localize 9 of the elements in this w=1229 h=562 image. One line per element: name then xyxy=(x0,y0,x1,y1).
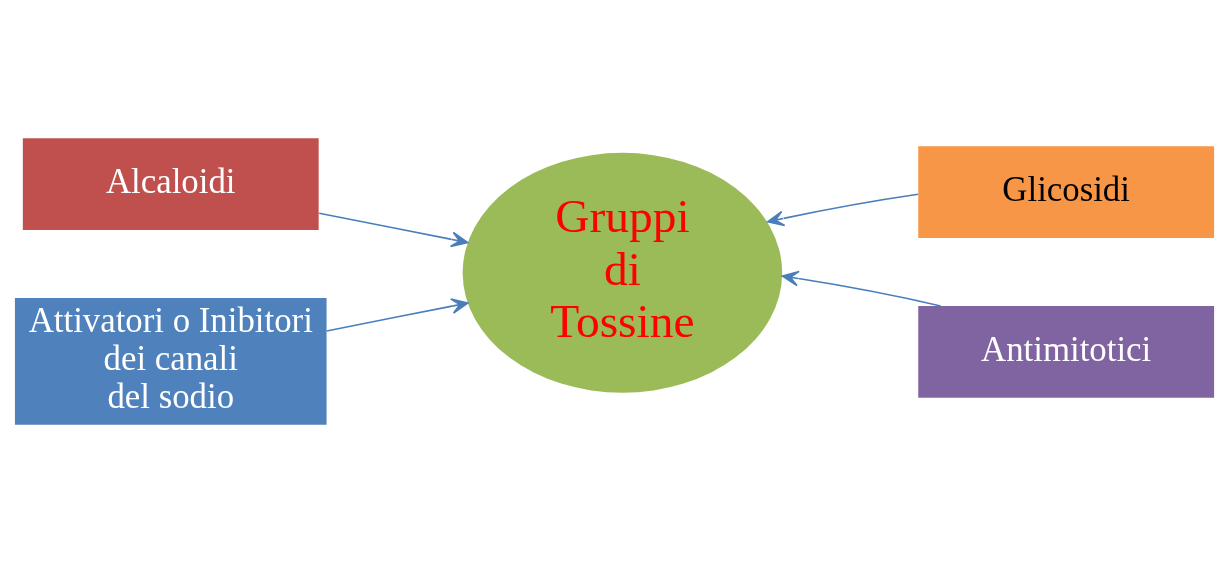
node-box: Antimitotici xyxy=(918,305,1215,398)
arrow xyxy=(781,270,942,307)
node-box: Attivatori o Inibitori dei canali del sodio xyxy=(14,297,327,425)
node-ellipse: Gruppi di Tossine xyxy=(462,152,783,393)
arrow xyxy=(318,211,469,247)
node-box: Glicosidi xyxy=(918,145,1215,238)
node-box: Alcaloidi xyxy=(22,137,319,230)
arrow xyxy=(766,192,919,226)
arrow xyxy=(325,297,469,332)
